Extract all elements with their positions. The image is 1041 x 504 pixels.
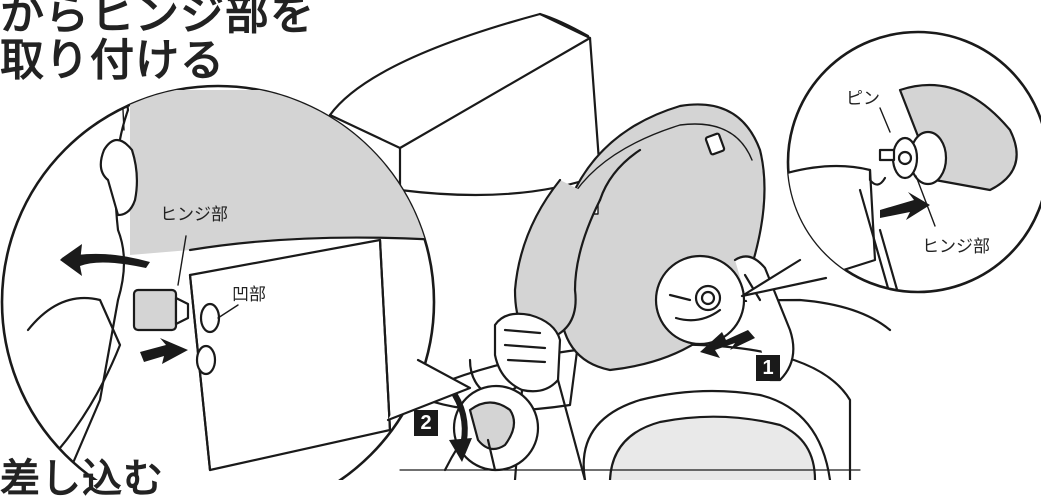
seat-hinge-detail (656, 256, 744, 344)
label-hinge-right: ヒンジ部 (922, 232, 990, 257)
step-1-badge: 1 (756, 355, 780, 381)
heading-line-3: 差し込む (0, 446, 164, 504)
label-pin: ピン (846, 84, 880, 109)
heading-line-2: 取り付ける (0, 24, 225, 88)
detail-magnifier-right (742, 32, 1041, 330)
label-recess: 凹部 (232, 280, 266, 305)
step-2-badge: 2 (414, 410, 438, 436)
label-hinge-left: ヒンジ部 (160, 200, 228, 225)
